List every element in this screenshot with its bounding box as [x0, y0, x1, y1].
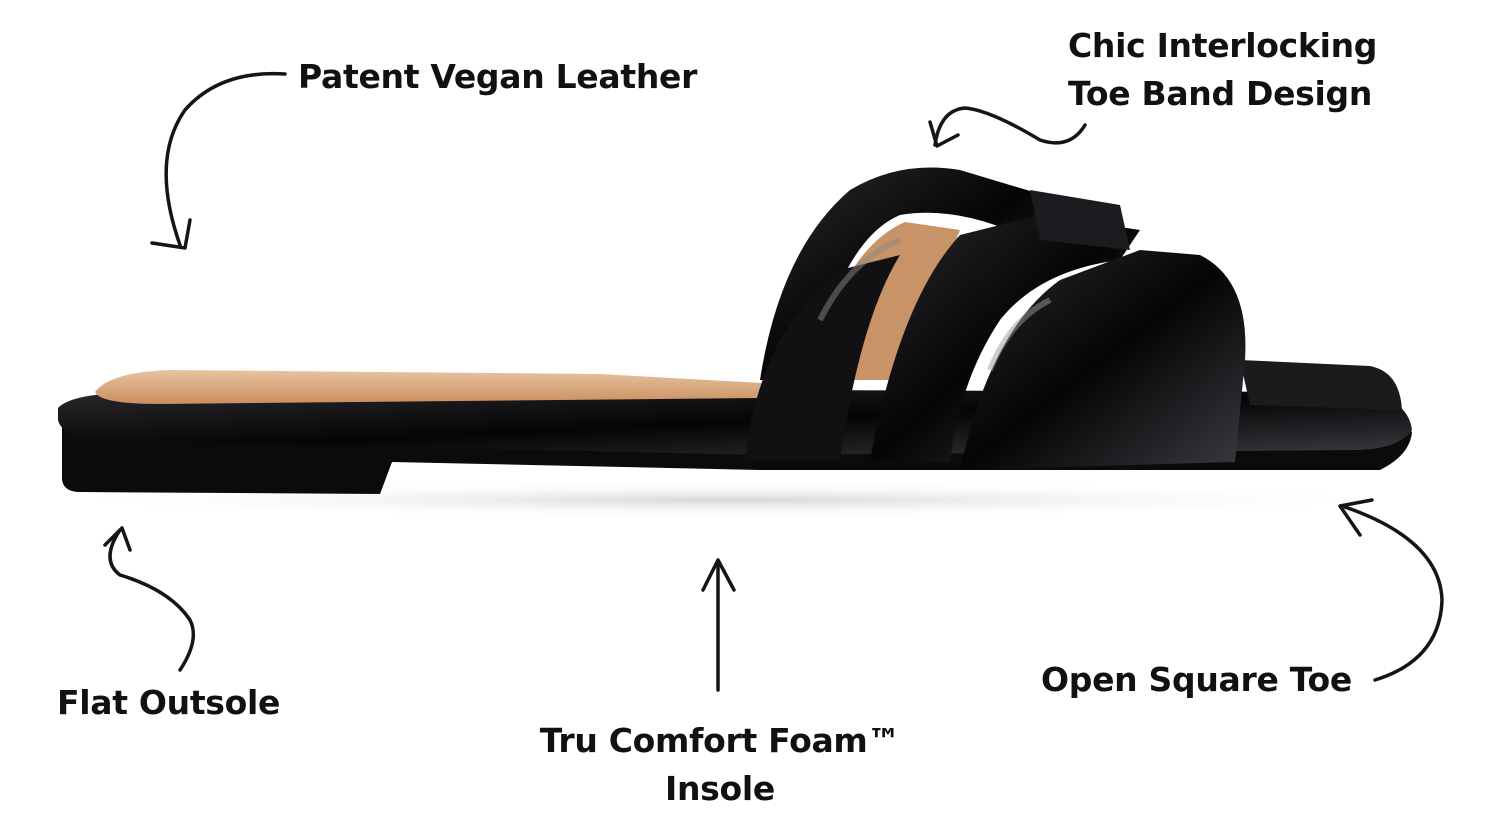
strap-middle [870, 215, 1140, 462]
arrow-outsole-head [103, 526, 132, 552]
arrow-insole-head [701, 558, 736, 592]
arrow-toe-head [1338, 498, 1374, 537]
label-toe-band-line2: Toe Band Design [1068, 74, 1373, 113]
arrow-toeband-head [928, 120, 960, 148]
strap-front [960, 250, 1246, 470]
label-insole-line2: Insole [665, 769, 775, 808]
label-toe-band-line1: Chic Interlocking [1068, 26, 1378, 65]
strap-rear [760, 167, 1060, 380]
arrow-toeband [933, 106, 1087, 147]
interlock-knot [1030, 190, 1130, 250]
arrow-toe [1343, 505, 1444, 682]
footbed [95, 370, 780, 404]
label-open-square-toe: Open Square Toe [1041, 660, 1353, 699]
strap-left [745, 255, 900, 460]
label-patent-vegan-leather: Patent Vegan Leather [298, 57, 698, 96]
arrow-patent-head [150, 218, 192, 250]
arrow-outsole [108, 528, 196, 672]
arrow-patent [164, 71, 287, 247]
label-insole-line1: Tru Comfort Foam™ [539, 721, 901, 760]
toe-bed [1240, 360, 1402, 410]
label-flat-outsole: Flat Outsole [57, 683, 281, 722]
